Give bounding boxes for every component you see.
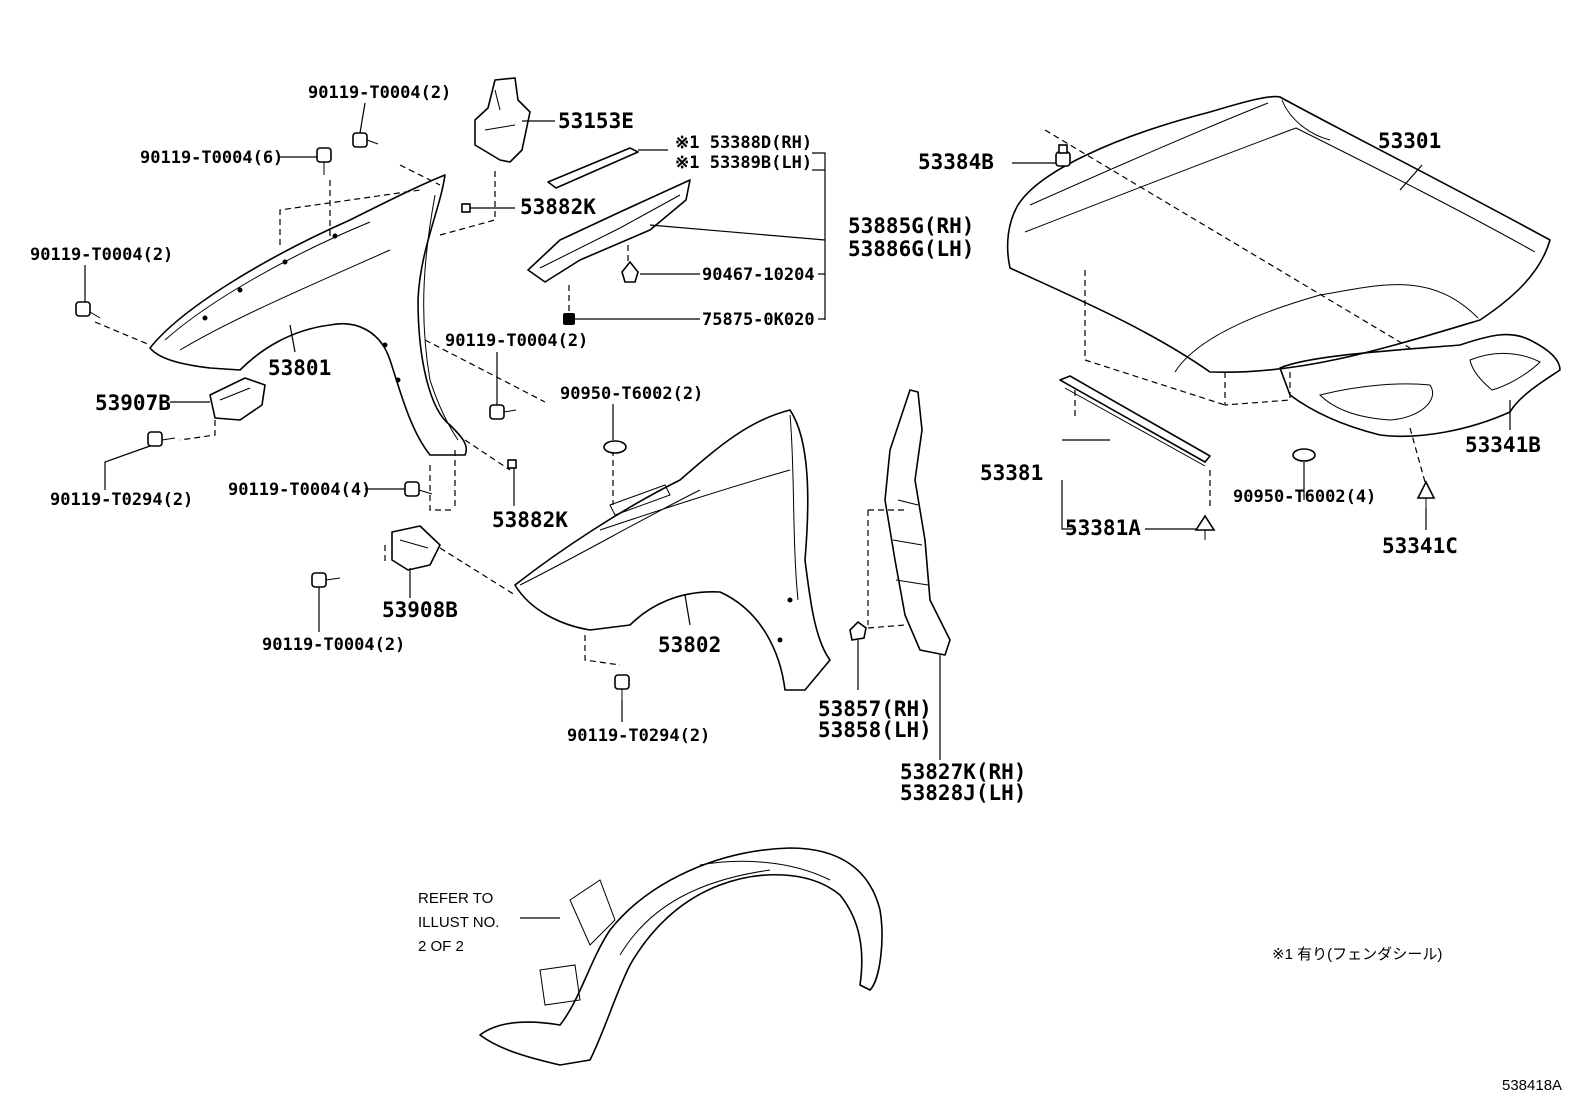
fender-left-53801 — [149, 174, 468, 456]
fender-right-53802 — [514, 409, 831, 691]
hood-seal-strip — [1059, 375, 1211, 467]
label-53301: 53301 — [1378, 129, 1441, 153]
label-90950-t6002-4: 90950-T6002(4) — [1233, 487, 1376, 507]
label-75875: 75875-0K020 — [702, 310, 815, 330]
clip-53882k-bottom-icon — [507, 459, 517, 469]
label-90119-t0004-2-top: 90119-T0004(2) — [308, 83, 451, 103]
refer-note-line-1: REFER TO — [418, 890, 493, 907]
label-53802: 53802 — [658, 633, 721, 657]
fender-seal-strip — [547, 147, 639, 189]
label-53858: 53858(LH) — [818, 718, 932, 742]
bolt-90119-t0004-top-icon — [352, 132, 379, 148]
fender-edge-seal — [884, 389, 951, 656]
label-90119-t0004-4: 90119-T0004(4) — [228, 480, 371, 500]
bolt-90119-t0004-6-icon — [316, 147, 332, 175]
label-53153e: 53153E — [558, 109, 634, 133]
refer-note-line-2: ILLUST NO. — [418, 914, 499, 931]
bracket-53908b — [391, 525, 441, 571]
clip-53882k-top-icon — [461, 203, 471, 213]
label-90119-t0004-2-mid: 90119-T0004(2) — [445, 331, 588, 351]
label-53828j: 53828J(LH) — [900, 781, 1026, 805]
bolt-90119-t0004-mid-icon — [489, 404, 517, 420]
clip-90467-icon — [621, 260, 639, 283]
hood-panel — [1006, 95, 1551, 374]
label-53389b: ※1 53389B(LH) — [675, 153, 812, 173]
label-90119-t0004-2-bottom: 90119-T0004(2) — [262, 635, 405, 655]
clip-53857-icon — [849, 620, 867, 641]
label-53801: 53801 — [268, 356, 331, 380]
label-90119-t0294-2-bottom: 90119-T0294(2) — [567, 726, 710, 746]
fender-protector-seal — [527, 179, 691, 283]
label-53381a: 53381A — [1065, 516, 1141, 540]
label-53886g: 53886G(LH) — [848, 237, 974, 261]
bracket-53907b — [209, 377, 266, 421]
hood-insulator — [1279, 333, 1561, 438]
hood-bumper-53384b-icon — [1055, 144, 1071, 167]
clip-53381a-icon — [1194, 514, 1216, 540]
label-53885g: 53885G(RH) — [848, 214, 974, 238]
bracket-53153e — [474, 77, 531, 163]
clip-53341c-icon — [1416, 480, 1436, 508]
bolt-90119-t0004-4-icon — [404, 481, 433, 497]
label-90950-t6002-2: 90950-T6002(2) — [560, 384, 703, 404]
label-53827k: 53827K(RH) — [900, 760, 1026, 784]
grommet-left-icon — [603, 440, 627, 454]
fender-liner — [479, 847, 883, 1066]
label-53882k-top: 53882K — [520, 195, 596, 219]
nut-75875-icon — [563, 313, 575, 325]
label-53384b: 53384B — [918, 150, 994, 174]
label-90119-t0294-2-left: 90119-T0294(2) — [50, 490, 193, 510]
label-53857: 53857(RH) — [818, 697, 932, 721]
label-53908b: 53908B — [382, 598, 458, 622]
label-90467: 90467-10204 — [702, 265, 815, 285]
grommet-right-icon — [1292, 448, 1316, 462]
refer-note-line-3: 2 OF 2 — [418, 938, 464, 955]
footnote: ※1 有り(フェンダシール) — [1272, 946, 1442, 963]
part-labels: 90119-T0004(2) 90119-T0004(6) 53153E ※1 … — [30, 83, 1562, 1094]
bolt-90119-t0294-left-icon — [147, 431, 176, 447]
label-53882k-bottom: 53882K — [492, 508, 568, 532]
label-90119-t0004-2-left: 90119-T0004(2) — [30, 245, 173, 265]
label-53907b: 53907B — [95, 391, 171, 415]
bolt-90119-t0004-bottom-icon — [311, 572, 341, 588]
label-90119-t0004-6: 90119-T0004(6) — [140, 148, 283, 168]
label-53341b: 53341B — [1465, 433, 1541, 457]
label-53381: 53381 — [980, 461, 1043, 485]
label-53341c: 53341C — [1382, 534, 1458, 558]
label-53388d: ※1 53388D(RH) — [675, 133, 812, 153]
illustration-id: 538418A — [1502, 1077, 1562, 1094]
bolt-90119-t0004-left-icon — [75, 301, 101, 319]
bolt-90119-t0294-bottom-icon — [614, 674, 630, 700]
